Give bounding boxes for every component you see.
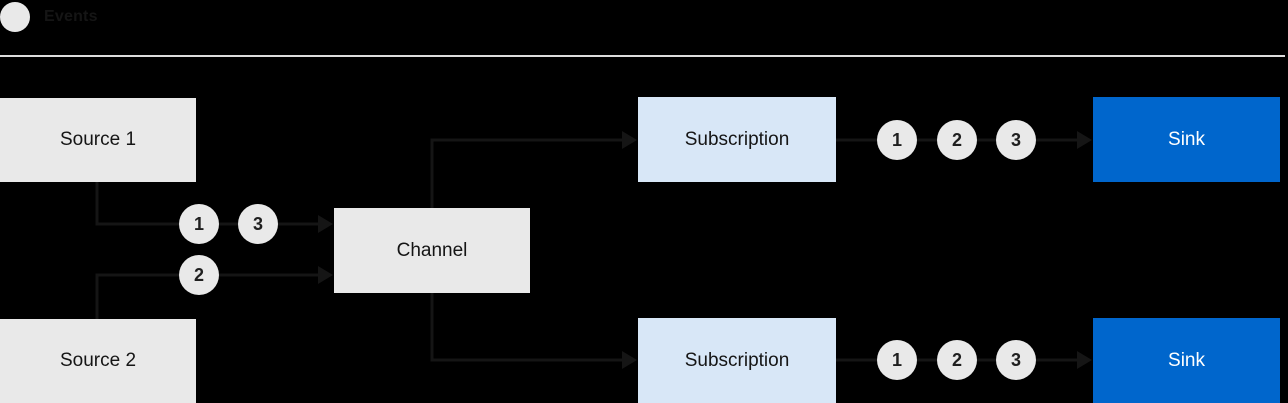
node-subscription-bottom: Subscription bbox=[638, 318, 836, 403]
arrowhead-subscription-bottom-input bbox=[622, 351, 637, 369]
connector-arrowheads bbox=[318, 131, 1092, 369]
event-circle-3: 3 bbox=[996, 340, 1036, 380]
arrowhead-sink-top-input bbox=[1077, 131, 1092, 149]
node-sink-bottom: Sink bbox=[1093, 318, 1280, 403]
node-channel: Channel bbox=[334, 208, 530, 293]
arrowhead-channel-top-input bbox=[318, 215, 333, 233]
connector-channel-to-subscription-top bbox=[430, 138, 624, 208]
event-circle-3: 3 bbox=[238, 204, 278, 244]
event-circle-2: 2 bbox=[179, 255, 219, 295]
legend-divider bbox=[0, 55, 1285, 57]
event-circle-1: 1 bbox=[179, 204, 219, 244]
event-circle-3: 3 bbox=[996, 120, 1036, 160]
node-sink-top: Sink bbox=[1093, 97, 1280, 182]
node-source-2: Source 2 bbox=[0, 319, 196, 403]
arrowhead-sink-bottom-input bbox=[1077, 351, 1092, 369]
event-circle-1: 1 bbox=[877, 340, 917, 380]
event-circle-2: 2 bbox=[937, 340, 977, 380]
event-circle-2: 2 bbox=[937, 120, 977, 160]
connector-paths bbox=[95, 138, 1079, 362]
arrowhead-channel-bottom-input bbox=[318, 266, 333, 284]
event-circle-icon bbox=[0, 2, 30, 32]
node-source-1: Source 1 bbox=[0, 98, 196, 182]
event-circle-1: 1 bbox=[877, 120, 917, 160]
node-subscription-top: Subscription bbox=[638, 97, 836, 182]
legend-label: Events bbox=[44, 8, 98, 25]
arrowhead-subscription-top-input bbox=[622, 131, 637, 149]
connector-channel-to-subscription-bottom bbox=[430, 293, 624, 362]
connector-source2-to-channel bbox=[95, 273, 320, 319]
